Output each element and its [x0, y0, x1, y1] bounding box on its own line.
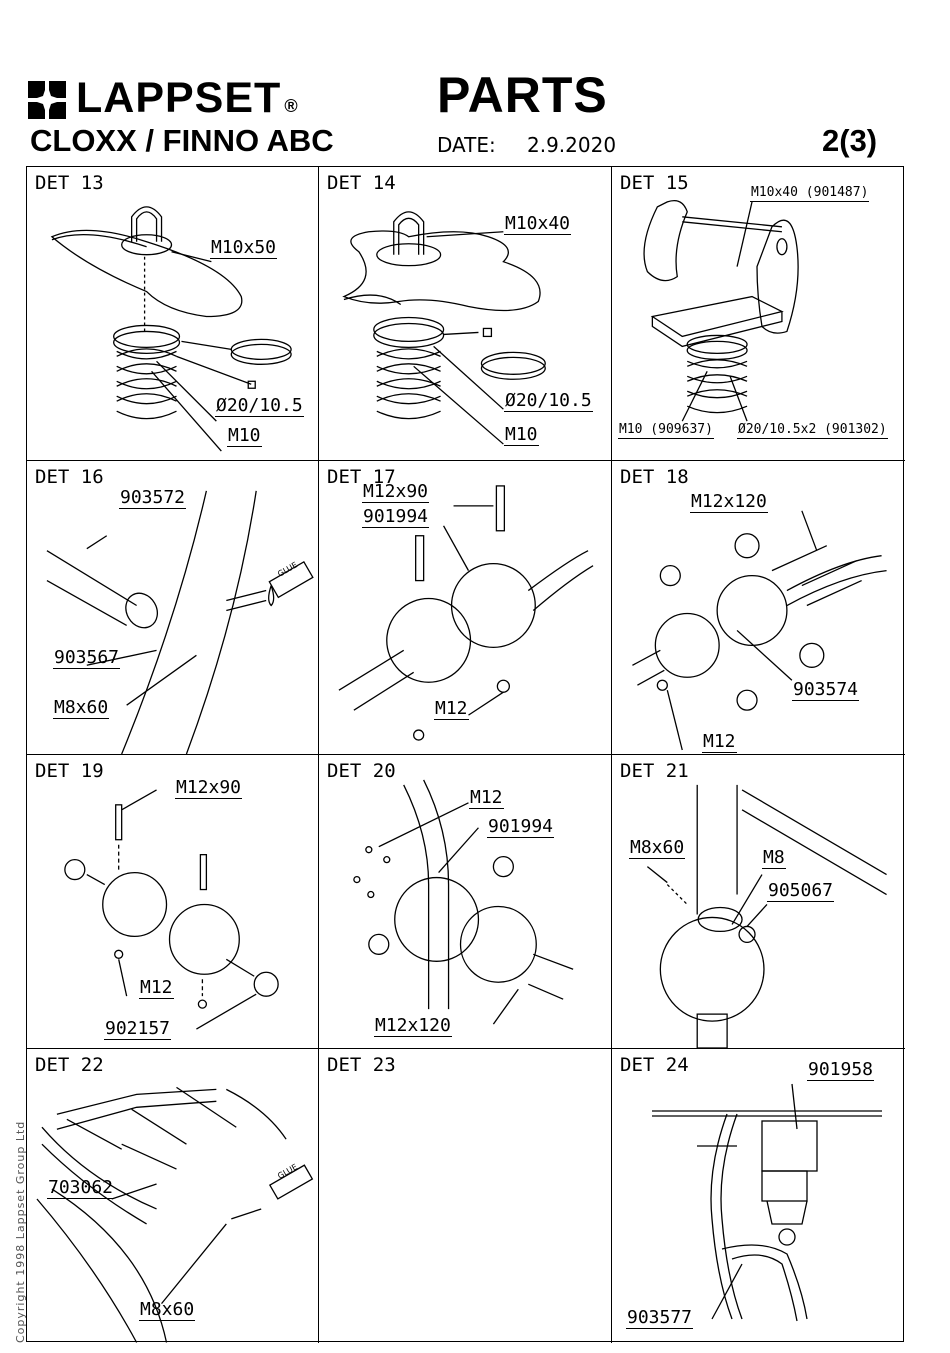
part-label: M10x50 — [210, 237, 278, 259]
part-label: M12x120 — [690, 491, 768, 513]
detail-title: DET 22 — [35, 1054, 104, 1076]
part-label: M12x90 — [362, 481, 430, 503]
det14-drawing — [342, 211, 546, 445]
detail-title: DET 17 — [327, 466, 396, 488]
brand-logo: LAPPSET ® — [28, 74, 299, 123]
part-label: M12x120 — [374, 1015, 452, 1037]
detail-title: DET 24 — [620, 1054, 689, 1076]
part-label: M12 — [702, 731, 737, 753]
detail-cell-15: DET 15 M10x40 (901487) M10 (909637) Ø20/… — [612, 167, 905, 461]
detail-cell-22: DET 22 703062 M8x60 GLUE — [27, 1049, 319, 1343]
det20-drawing — [353, 779, 574, 1025]
detail-cell-13: DET 13 M10x50 Ø20/10.5 M10 — [27, 167, 319, 461]
detail-title: DET 13 — [35, 172, 104, 194]
part-label: Ø20/10.5 — [215, 395, 304, 417]
detail-title: DET 20 — [327, 760, 396, 782]
document-title: PARTS — [437, 67, 608, 123]
part-label: M12x90 — [175, 777, 243, 799]
part-label: 901994 — [487, 816, 555, 838]
detail-cell-14: DET 14 M10x40 Ø20/10.5 M10 — [319, 167, 612, 461]
det17-drawing — [338, 485, 594, 741]
part-label: 905067 — [767, 880, 835, 902]
detail-cell-23: DET 23 — [319, 1049, 612, 1343]
det18-drawing — [632, 510, 887, 751]
registered-mark: ® — [284, 96, 299, 116]
part-label: M10 (909637) — [618, 422, 714, 439]
part-label: M8 — [762, 847, 786, 869]
detail-title: DET 16 — [35, 466, 104, 488]
det15-drawing — [643, 199, 799, 422]
detail-title: DET 18 — [620, 466, 689, 488]
part-label: 901958 — [807, 1059, 875, 1081]
part-label: 903574 — [792, 679, 860, 701]
detail-cell-24: DET 24 901958 903577 — [612, 1049, 905, 1343]
part-label: M8x60 — [53, 697, 110, 719]
detail-title: DET 21 — [620, 760, 689, 782]
part-label: M10 — [504, 424, 539, 446]
part-label: 903567 — [53, 647, 121, 669]
detail-title: DET 14 — [327, 172, 396, 194]
part-label: M12 — [434, 698, 469, 720]
detail-cell-20: DET 20 M12 901994 M12x120 — [319, 755, 612, 1049]
part-label: 903577 — [626, 1307, 694, 1329]
part-label: Ø20/10.5 — [504, 390, 593, 412]
part-label: M8x60 — [629, 837, 686, 859]
det22-drawing — [36, 1086, 314, 1343]
det24-drawing — [652, 1083, 882, 1322]
lappset-logo-icon — [28, 81, 66, 119]
part-label: M10x40 — [504, 213, 572, 235]
part-label: 902157 — [104, 1018, 172, 1040]
part-label: M10x40 (901487) — [750, 185, 870, 202]
detail-cell-21: DET 21 M8x60 M8 905067 — [612, 755, 905, 1049]
date-value: 2.9.2020 — [527, 133, 617, 157]
det19-drawing — [64, 789, 279, 1030]
det13-drawing — [50, 206, 292, 452]
part-label: M12 — [139, 977, 174, 999]
det16-drawing — [46, 490, 314, 754]
part-label: M8x60 — [139, 1299, 196, 1321]
part-label: Ø20/10.5x2 (901302) — [737, 422, 888, 439]
part-label: 903572 — [119, 487, 187, 509]
date-label: DATE: — [437, 133, 496, 157]
part-label: M10 — [227, 425, 262, 447]
copyright-note: Copyright 1998 Lappset Group Ltd — [14, 1120, 27, 1343]
detail-title: DET 23 — [327, 1054, 396, 1076]
part-label: M12 — [469, 787, 504, 809]
detail-cell-18: DET 18 M12x120 903574 M12 — [612, 461, 905, 755]
brand-name: LAPPSET — [76, 74, 282, 122]
part-label: 901994 — [362, 506, 430, 528]
product-name: CLOXX / FINNO ABC — [30, 123, 334, 158]
page-number: 2(3) — [822, 123, 878, 158]
part-label: 703062 — [47, 1177, 115, 1199]
detail-title: DET 19 — [35, 760, 104, 782]
detail-cell-17: DET 17 M12x90 901994 M12 — [319, 461, 612, 755]
detail-cell-16: DET 16 903572 903567 M8x60 GLUE — [27, 461, 319, 755]
detail-title: DET 15 — [620, 172, 689, 194]
detail-cell-19: DET 19 M12x90 M12 902157 — [27, 755, 319, 1049]
det21-drawing — [646, 784, 887, 1048]
parts-detail-grid: DET 13 M10x50 Ø20/10.5 M10 DET 14 — [26, 166, 905, 1343]
